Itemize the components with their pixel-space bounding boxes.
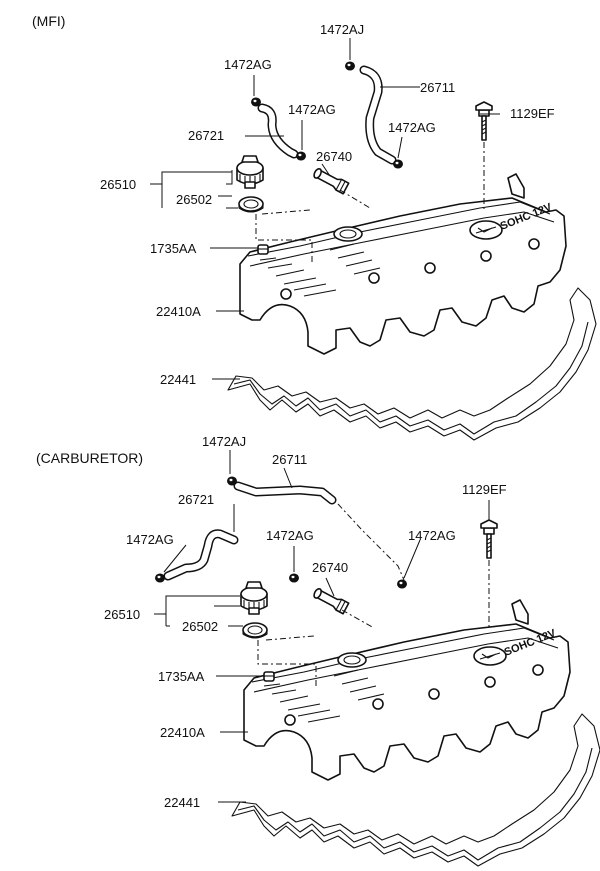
label-1735AA-carb: 1735AA: [158, 669, 205, 684]
pcv-valve-26740-mfi: [311, 165, 350, 195]
label-22441-carb: 22441: [164, 795, 200, 810]
hose-26721-mfi: [257, 103, 299, 159]
clamp-1472AG-b-carb: [289, 573, 299, 583]
label-26721-carb: 26721: [178, 492, 214, 507]
section-title-mfi: (MFI): [32, 13, 65, 29]
label-26711-carb: 26711: [272, 452, 307, 467]
label-1735AA-mfi: 1735AA: [150, 241, 197, 256]
clamp-1472AJ-mfi: [345, 61, 355, 71]
label-1472AG-c-mfi: 1472AG: [288, 102, 336, 117]
mfi-section: (MFI) SOHC 12V 1472AJ 1472AG 26711: [32, 13, 597, 441]
label-1472AG-b-carb: 1472AG: [266, 528, 314, 543]
plug-1735AA-carb: [263, 671, 275, 682]
hose-26711-carb: [233, 481, 337, 505]
pcv-valve-26740-carb: [311, 585, 350, 615]
oil-cap-26510-mfi: [236, 155, 264, 189]
clamp-1472AG-b-mfi: [393, 159, 403, 169]
label-1472AJ-mfi: 1472AJ: [320, 22, 364, 37]
label-1472AG-c-carb: 1472AG: [408, 528, 456, 543]
label-26510-carb: 26510: [104, 607, 140, 622]
label-26510-mfi: 26510: [100, 177, 136, 192]
label-1472AG-b-mfi: 1472AG: [388, 120, 436, 135]
rocker-cover-carb: SOHC 12V: [231, 599, 600, 867]
label-1472AG-a-carb: 1472AG: [126, 532, 174, 547]
clamp-1472AG-c-mfi: [296, 151, 306, 161]
bolt-1129EF-carb: [480, 519, 498, 559]
label-26740-carb: 26740: [312, 560, 348, 575]
label-22410A-mfi: 22410A: [156, 304, 201, 319]
label-26740-mfi: 26740: [316, 149, 352, 164]
label-26721-mfi: 26721: [188, 128, 224, 143]
label-22441-mfi: 22441: [160, 372, 196, 387]
label-22410A-carb: 22410A: [160, 725, 205, 740]
label-1129EF-carb: 1129EF: [462, 482, 507, 497]
label-26502-carb: 26502: [182, 619, 218, 634]
clamp-1472AG-a-mfi: [251, 97, 261, 107]
seal-ring-26502-carb: [242, 622, 268, 639]
label-1129EF-mfi: 1129EF: [510, 106, 555, 121]
hose-26711-mfi: [359, 65, 397, 165]
clamp-1472AG-a-carb: [155, 573, 165, 583]
clamp-1472AG-c-carb: [397, 579, 407, 589]
label-26711-mfi: 26711: [420, 80, 455, 95]
oil-cap-26510-carb: [240, 581, 268, 615]
label-26502-mfi: 26502: [176, 192, 212, 207]
label-1472AG-a-mfi: 1472AG: [224, 57, 272, 72]
section-title-carb: (CARBURETOR): [36, 450, 143, 466]
carb-section: (CARBURETOR) SOHC 12V 1472AJ 26711 1: [36, 434, 600, 867]
bolt-1129EF-mfi: [475, 101, 493, 141]
hose-26721-carb: [163, 529, 239, 581]
plug-1735AA-mfi: [257, 244, 269, 255]
label-1472AJ-carb: 1472AJ: [202, 434, 246, 449]
seal-ring-26502-mfi: [238, 196, 264, 213]
rocker-cover-mfi: SOHC 12V: [227, 173, 597, 441]
clamp-1472AJ-carb: [227, 476, 237, 486]
